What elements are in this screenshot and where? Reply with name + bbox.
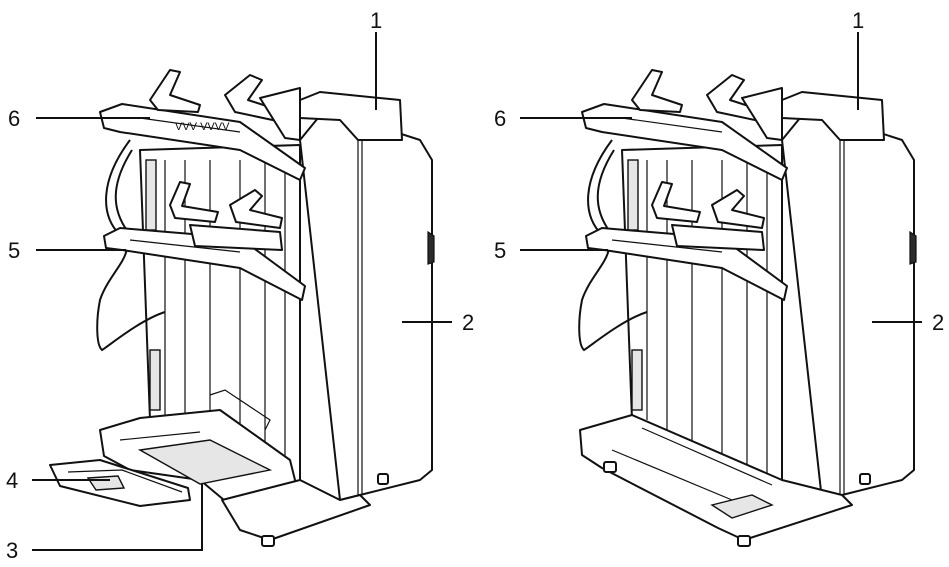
finisher-main-body bbox=[300, 112, 432, 500]
finisher-unit-left: VVV VVVV bbox=[50, 70, 434, 546]
callout-5-left: 5 bbox=[8, 238, 20, 263]
callout-2-right: 2 bbox=[932, 310, 944, 335]
callout-1-right: 1 bbox=[852, 8, 864, 33]
finisher-unit-right bbox=[579, 70, 916, 546]
callout-5-right: 5 bbox=[494, 238, 506, 263]
callout-4-left: 4 bbox=[6, 468, 18, 493]
callout-6-right: 6 bbox=[494, 106, 506, 131]
finisher-main-body bbox=[782, 112, 914, 500]
svg-text:VVV VVVV: VVV VVVV bbox=[175, 121, 230, 133]
side-handle bbox=[428, 232, 434, 264]
callout-2-left: 2 bbox=[462, 310, 474, 335]
callout-3-left: 3 bbox=[6, 538, 18, 563]
side-handle bbox=[910, 232, 916, 264]
callout-1-left: 1 bbox=[370, 8, 382, 33]
callout-6-left: 6 bbox=[8, 106, 20, 131]
